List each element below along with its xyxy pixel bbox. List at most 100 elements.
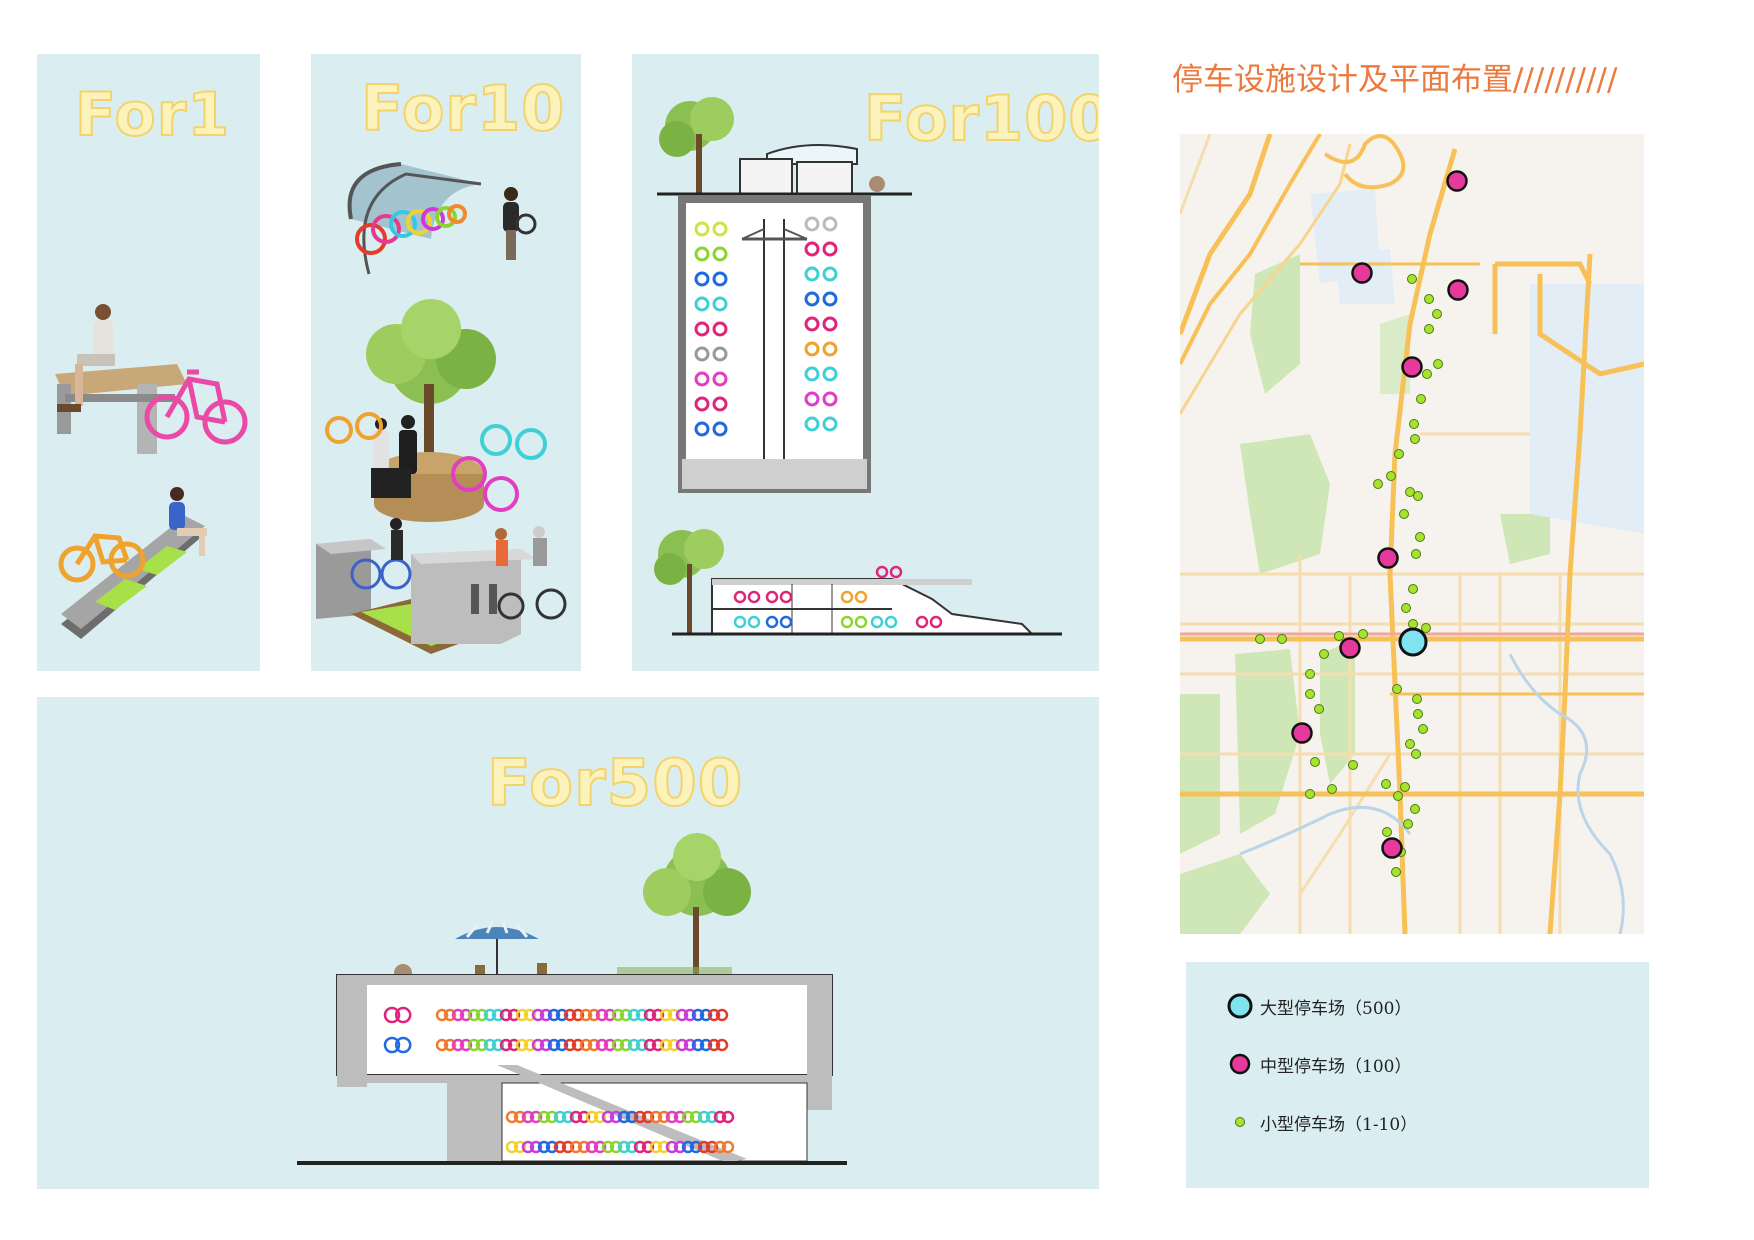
bike-wheel bbox=[633, 1110, 647, 1124]
bike-wheel bbox=[513, 1110, 527, 1124]
bike-wheel bbox=[505, 1140, 519, 1154]
bike-wheel bbox=[601, 1110, 615, 1124]
small-parking-marker bbox=[1422, 369, 1432, 379]
bike-wheel bbox=[627, 1008, 641, 1022]
bike-wheel bbox=[699, 1008, 713, 1022]
bike-wheel bbox=[705, 1110, 719, 1124]
people-standing-icon bbox=[390, 518, 547, 566]
small-parking-marker bbox=[1373, 479, 1383, 489]
bike-wheel bbox=[499, 1008, 513, 1022]
kiosk-icon bbox=[739, 144, 858, 195]
small-parking-marker bbox=[1403, 819, 1413, 829]
bike-garage-bikes-icon bbox=[733, 565, 943, 629]
small-parking-marker bbox=[1394, 449, 1404, 459]
bike-wheel bbox=[705, 1140, 719, 1154]
bike-wheel bbox=[675, 1008, 689, 1022]
small-parking-marker bbox=[1411, 549, 1421, 559]
panel-for500: For500 bbox=[37, 697, 1099, 1189]
bike-wheel bbox=[563, 1008, 577, 1022]
bike-wheel bbox=[553, 1140, 567, 1154]
tree-icon bbox=[366, 299, 496, 474]
bike-wheel bbox=[721, 1110, 735, 1124]
bike-wheel bbox=[523, 1038, 537, 1052]
bike-wheel bbox=[633, 1140, 647, 1154]
bike-wheel bbox=[641, 1140, 655, 1154]
small-parking-marker bbox=[1424, 294, 1434, 304]
bike-wheel bbox=[529, 1110, 543, 1124]
bike-wheel bbox=[721, 1140, 735, 1154]
bike-wheel bbox=[651, 1038, 665, 1052]
bike-wheel bbox=[475, 1038, 489, 1052]
for100-illustration bbox=[654, 97, 1062, 636]
bike-wheel bbox=[641, 1110, 655, 1124]
medium-parking-marker bbox=[1377, 547, 1399, 569]
bike-wheel bbox=[521, 1110, 535, 1124]
small-parking-marker bbox=[1314, 704, 1324, 714]
bike-wheel bbox=[383, 1006, 401, 1024]
bike-wheel bbox=[571, 1038, 585, 1052]
people-sitting-icon bbox=[371, 415, 417, 498]
bike-wheel bbox=[667, 1038, 681, 1052]
small-parking-marker bbox=[1334, 631, 1344, 641]
small-parking-marker bbox=[1411, 749, 1421, 759]
bike-wheel bbox=[545, 1110, 559, 1124]
small-parking-marker bbox=[1415, 532, 1425, 542]
small-parking-marker bbox=[1305, 789, 1315, 799]
bike-rows-icon bbox=[383, 1006, 735, 1154]
bike-wheel bbox=[635, 1008, 649, 1022]
bike-wheel bbox=[561, 1140, 575, 1154]
parking-markers bbox=[1255, 170, 1469, 877]
small-parking-marker bbox=[1432, 309, 1442, 319]
small-parking-marker bbox=[1405, 739, 1415, 749]
person-sitting-icon-2 bbox=[169, 487, 207, 556]
bike-wheel bbox=[577, 1110, 591, 1124]
small-parking-marker bbox=[1392, 684, 1402, 694]
bike-wheel bbox=[579, 1038, 593, 1052]
bike-wheel bbox=[673, 1110, 687, 1124]
bike-wheel bbox=[595, 1038, 609, 1052]
small-parking-marker bbox=[1407, 274, 1417, 284]
small-parking-marker bbox=[1410, 434, 1420, 444]
legend-row-medium: 中型停车场（100） bbox=[1220, 1050, 1411, 1078]
bike-wheel bbox=[657, 1140, 671, 1154]
small-parking-marker bbox=[1277, 634, 1287, 644]
bike-wheel bbox=[713, 1110, 727, 1124]
bike-wheel bbox=[475, 1008, 489, 1022]
bike-wheel bbox=[553, 1110, 567, 1124]
bike-wheel bbox=[537, 1140, 551, 1154]
bike-wheel bbox=[537, 1110, 551, 1124]
small-parking-marker bbox=[1391, 867, 1401, 877]
person-sitting-icon bbox=[57, 304, 115, 412]
tree-icon-4 bbox=[643, 833, 751, 982]
bike-wheel bbox=[394, 1006, 412, 1024]
medium-parking-marker bbox=[1447, 279, 1469, 301]
tree-icon-2 bbox=[659, 97, 734, 194]
large-lot-icon bbox=[1220, 992, 1260, 1020]
small-parking-marker bbox=[1382, 827, 1392, 837]
shrub-icon bbox=[869, 176, 885, 192]
site-plan-map bbox=[1180, 134, 1644, 934]
bike-wheel bbox=[643, 1038, 657, 1052]
bike-wheel bbox=[545, 1140, 559, 1154]
bike-wheel bbox=[601, 1140, 615, 1154]
bike-wheel bbox=[713, 1140, 727, 1154]
river-line bbox=[1508, 653, 1625, 934]
bike-wheel bbox=[571, 1008, 585, 1022]
bike-wheel bbox=[539, 1038, 553, 1052]
bike-wheel bbox=[521, 1140, 535, 1154]
bicycle-icon-3 bbox=[325, 412, 547, 512]
bike-wheel bbox=[443, 1008, 457, 1022]
bike-wheel bbox=[611, 1038, 625, 1052]
small-parking-marker bbox=[1416, 394, 1426, 404]
bike-wheel bbox=[657, 1110, 671, 1124]
river-line-2 bbox=[1239, 805, 1412, 856]
small-parking-marker bbox=[1413, 709, 1423, 719]
bike-wheel bbox=[651, 1008, 665, 1022]
small-parking-marker bbox=[1410, 804, 1420, 814]
bike-wheel bbox=[577, 1140, 591, 1154]
medium-parking-marker bbox=[1339, 637, 1361, 659]
legend-row-small: 小型停车场（1-10） bbox=[1220, 1108, 1417, 1136]
small-parking-marker bbox=[1399, 509, 1409, 519]
bike-wheel bbox=[499, 1038, 513, 1052]
medium-parking-marker bbox=[1401, 356, 1423, 378]
